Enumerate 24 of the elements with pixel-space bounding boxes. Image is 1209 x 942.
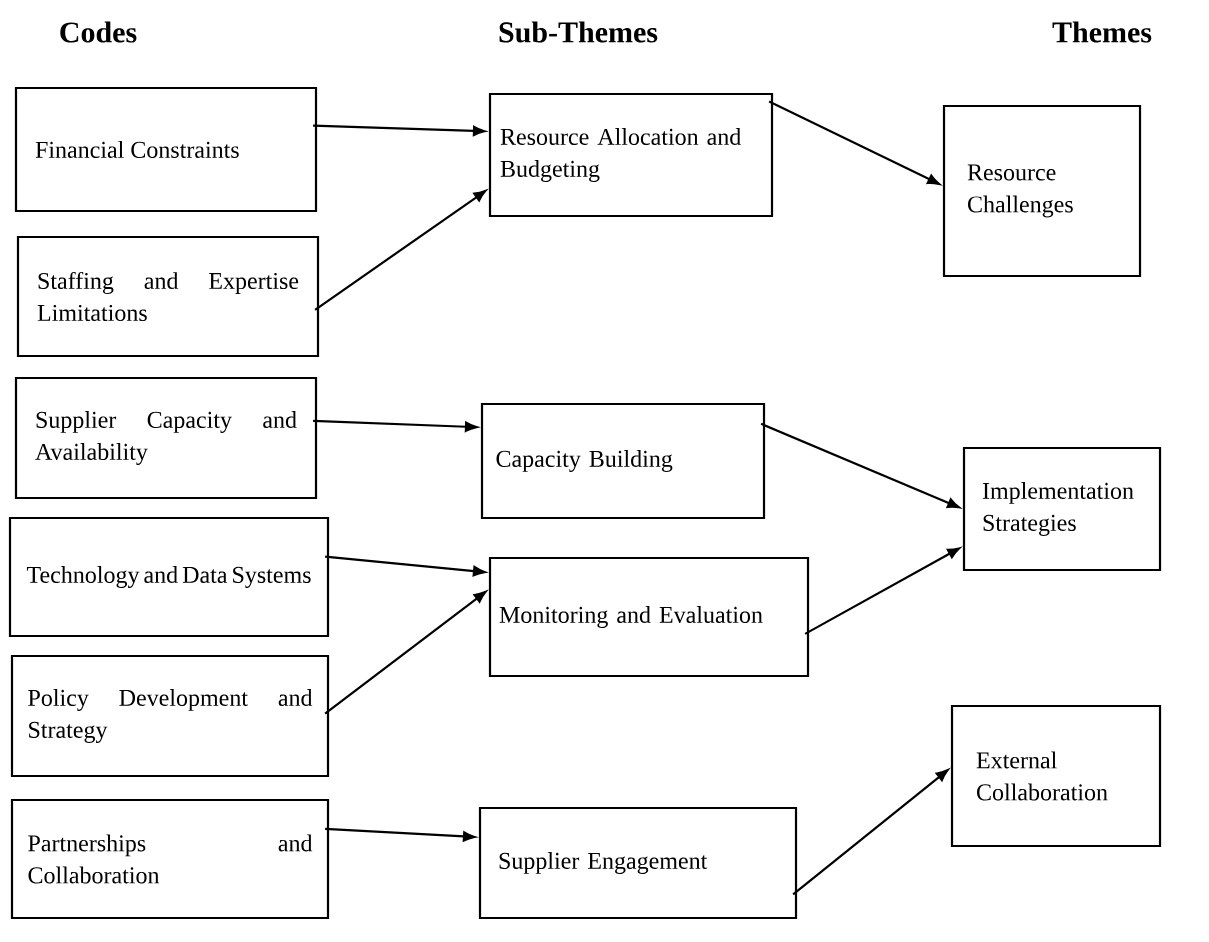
text-box: Resource Allocation and Budgeting — [488, 92, 774, 218]
arrow — [792, 769, 949, 896]
text-box: Capacity Building — [480, 402, 766, 520]
arrow — [313, 124, 486, 137]
text-box: External Collaboration — [950, 704, 1162, 848]
text-box: Supplier Engagement — [478, 806, 798, 920]
column-heading: Themes — [1052, 21, 1152, 43]
arrow — [804, 547, 961, 635]
arrow — [314, 190, 487, 311]
text-box: Technology and Data Systems — [8, 516, 330, 638]
column-heading: Codes — [60, 21, 137, 43]
arrow — [313, 419, 478, 432]
text-box: Implementation Strategies — [962, 446, 1162, 572]
text-box: Monitoring and Evaluation — [488, 556, 810, 678]
text-box: Partnerships and Collaboration — [10, 798, 330, 920]
arrow — [325, 827, 476, 842]
text-box: Policy Development and Strategy — [10, 654, 330, 778]
text-box: Staffing and Expertise Limitations — [16, 235, 320, 358]
column-heading: Sub-Themes — [499, 21, 658, 43]
arrow — [760, 422, 960, 509]
arrow — [324, 591, 487, 715]
text-box: Supplier Capacity and Availability — [14, 376, 318, 500]
text-box: Financial Constraints — [14, 86, 318, 213]
text-box: Resource Challenges — [942, 104, 1142, 278]
